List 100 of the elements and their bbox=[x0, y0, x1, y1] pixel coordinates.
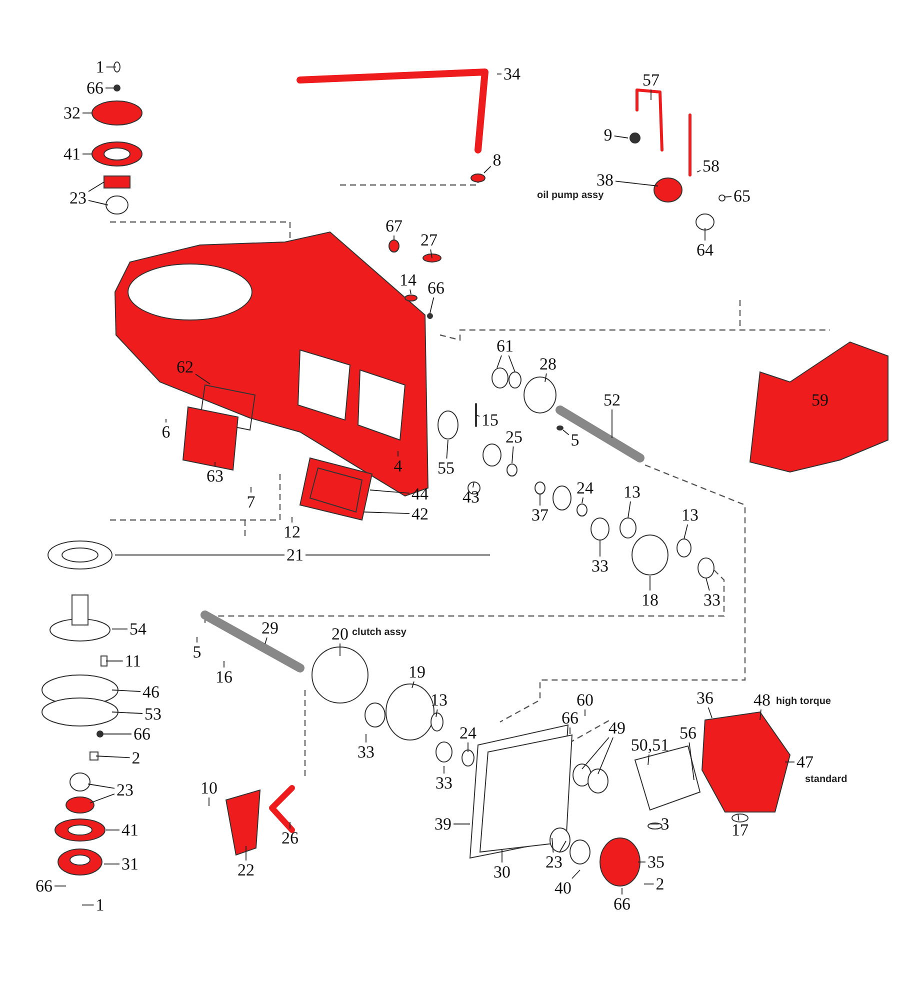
callout-number: 67 bbox=[386, 218, 402, 234]
leader-line bbox=[476, 414, 480, 417]
leader-line bbox=[484, 166, 492, 174]
callout-number: 12 bbox=[284, 524, 300, 540]
callout-number: 40 bbox=[554, 880, 572, 896]
callout-number: 18 bbox=[642, 592, 658, 608]
leader-line bbox=[446, 440, 448, 459]
leader-line bbox=[584, 709, 586, 716]
leader-line bbox=[364, 512, 410, 514]
callout-number: 30 bbox=[494, 864, 510, 880]
leader-line bbox=[82, 904, 94, 906]
callout-number: 60 bbox=[576, 692, 594, 708]
callout-number: 11 bbox=[124, 652, 142, 670]
leader-line bbox=[88, 182, 104, 192]
callout-number: 5 bbox=[192, 644, 202, 660]
leader-line bbox=[88, 200, 108, 206]
callout-number: 15 bbox=[482, 412, 498, 428]
callout-number: 47 bbox=[796, 754, 814, 770]
leader-line bbox=[195, 374, 210, 384]
leader-line bbox=[648, 754, 650, 766]
leader-line bbox=[250, 486, 252, 493]
leader-line bbox=[760, 709, 762, 720]
leader-line bbox=[508, 355, 516, 372]
leader-line bbox=[708, 707, 712, 718]
callout-number: 4 bbox=[394, 458, 402, 474]
leader-line bbox=[512, 446, 514, 464]
callout-number: 48 bbox=[754, 692, 770, 708]
callout-number: 58 bbox=[702, 158, 720, 174]
leader-line bbox=[472, 482, 474, 488]
leader-line bbox=[214, 462, 216, 467]
callout-number: 50,51 bbox=[630, 736, 670, 754]
leader-line bbox=[496, 355, 502, 368]
callout-number: 39 bbox=[434, 816, 452, 832]
callout-number: 29 bbox=[262, 620, 278, 636]
callout-number: 33 bbox=[436, 774, 452, 792]
callout-number: 26 bbox=[282, 830, 298, 846]
callout-number: 34 bbox=[504, 66, 520, 82]
callout-number: 57 bbox=[642, 72, 660, 88]
callout-number: 66 bbox=[614, 896, 630, 912]
leader-line bbox=[738, 814, 740, 821]
leader-line bbox=[264, 637, 268, 644]
part-note: high torque bbox=[776, 696, 831, 707]
callout-number: 66 bbox=[36, 878, 52, 894]
callout-number: 10 bbox=[200, 780, 218, 796]
callout-number: 38 bbox=[596, 172, 614, 188]
leader-line bbox=[598, 737, 614, 774]
callout-number: 28 bbox=[540, 356, 556, 372]
callout-number: 14 bbox=[400, 272, 416, 288]
callout-number: 66 bbox=[562, 710, 578, 726]
leader-line bbox=[96, 756, 130, 758]
leader-line bbox=[615, 180, 658, 186]
leader-line bbox=[112, 690, 141, 692]
callout-number: 37 bbox=[532, 506, 548, 524]
leader-line bbox=[544, 373, 547, 382]
leader-line bbox=[370, 490, 410, 494]
leader-line bbox=[88, 784, 115, 789]
callout-number: 2 bbox=[656, 876, 664, 892]
callout-number: 66 bbox=[134, 726, 150, 742]
leader-line bbox=[706, 578, 710, 591]
leader-line bbox=[704, 228, 706, 241]
callout-number: 62 bbox=[176, 358, 194, 376]
leader-line bbox=[410, 289, 412, 294]
callout-number: 1 bbox=[96, 896, 104, 914]
leader-line bbox=[688, 742, 694, 780]
leader-line bbox=[582, 737, 610, 770]
leader-line bbox=[696, 170, 701, 172]
callout-number: 49 bbox=[608, 720, 626, 736]
leader-line bbox=[650, 89, 652, 100]
callout-number: 13 bbox=[624, 484, 640, 500]
leader-line bbox=[305, 554, 490, 556]
callout-number: 35 bbox=[648, 854, 664, 870]
callout-number: 41 bbox=[64, 146, 80, 162]
leader-line bbox=[552, 838, 554, 853]
callout-number: 9 bbox=[604, 126, 612, 144]
callout-number: 66 bbox=[86, 80, 104, 96]
leader-line bbox=[558, 840, 566, 853]
callout-number: 20 bbox=[332, 626, 348, 642]
leader-line bbox=[582, 497, 584, 504]
leader-line bbox=[614, 135, 628, 138]
callout-number: 42 bbox=[412, 506, 428, 522]
callout-number: 63 bbox=[206, 468, 224, 484]
callout-number: 33 bbox=[592, 558, 608, 574]
callout-number: 7 bbox=[246, 494, 256, 510]
part-note: clutch assy bbox=[352, 627, 406, 638]
leader-line bbox=[208, 797, 210, 806]
part-note: standard bbox=[805, 774, 848, 785]
leader-line bbox=[572, 870, 580, 879]
callout-number: 16 bbox=[216, 668, 232, 686]
callout-number: 25 bbox=[506, 428, 522, 446]
callout-number: 66 bbox=[428, 280, 444, 296]
leader-line bbox=[82, 112, 92, 114]
callout-number: 44 bbox=[412, 486, 428, 502]
callout-number: 13 bbox=[430, 692, 448, 708]
callout-number: 24 bbox=[460, 724, 476, 742]
callout-number: 46 bbox=[142, 684, 160, 700]
callout-number: 33 bbox=[704, 592, 720, 608]
callout-number: 22 bbox=[238, 862, 254, 878]
callout-number: 27 bbox=[420, 232, 438, 248]
callout-number: 56 bbox=[680, 724, 696, 742]
callout-number: 23 bbox=[546, 854, 562, 870]
